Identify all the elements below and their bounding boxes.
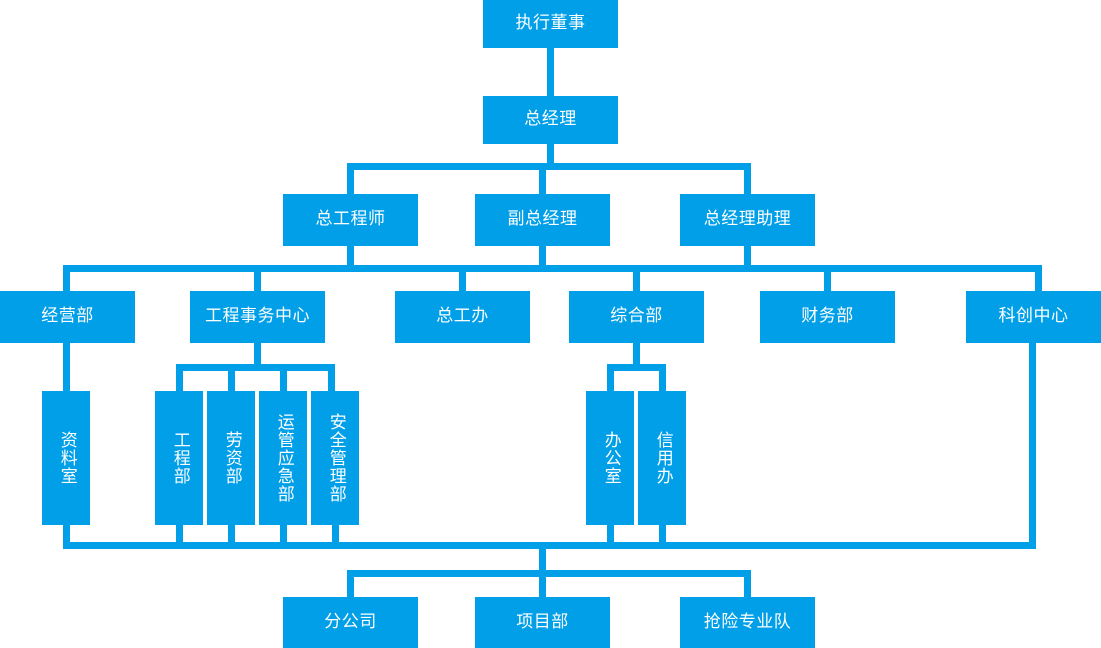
- node-safety-management-dept[interactable]: 安全管理部: [311, 391, 359, 525]
- node-emergency-rescue-team[interactable]: 抢险专业队: [680, 597, 815, 648]
- node-chief-engineer[interactable]: 总工程师: [283, 194, 418, 246]
- connector-deputy-gm-drop: [539, 246, 546, 270]
- connector-engineering-to-bottom-bus: [176, 525, 183, 549]
- connector-l4-drop-chief-eng-office: [459, 265, 466, 291]
- node-general-affairs-dept[interactable]: 综合部: [569, 291, 704, 343]
- connector-eng-affairs-bus: [176, 364, 335, 371]
- node-chief-engineer-office[interactable]: 总工办: [395, 291, 530, 343]
- connector-l2-drop: [547, 144, 554, 170]
- node-archives-room[interactable]: 资料室: [42, 391, 90, 525]
- connector-bottom-bus: [63, 542, 1036, 549]
- connector-credit-to-bottom-bus: [659, 525, 666, 549]
- connector-l6-bus: [347, 570, 751, 577]
- connector-l3-drop-gm-assistant: [744, 163, 751, 194]
- node-labor-wage-dept[interactable]: 劳资部: [207, 391, 255, 525]
- node-branch-company[interactable]: 分公司: [283, 597, 418, 648]
- connector-eng-affairs-drop-operations: [280, 364, 287, 391]
- node-deputy-general-manager[interactable]: 副总经理: [475, 194, 610, 246]
- node-engineering-affairs-center[interactable]: 工程事务中心: [190, 291, 325, 343]
- connector-l3-drop-chief-engineer: [347, 163, 354, 194]
- connector-l1-to-l2: [547, 48, 554, 96]
- connector-gm-assistant-drop: [744, 246, 751, 270]
- connector-operations-to-bottom-bus: [280, 525, 287, 549]
- connector-l4-drop-business: [63, 265, 70, 291]
- connector-eng-affairs-drop: [254, 343, 261, 367]
- connector-l6-drop-rescue: [744, 570, 751, 600]
- connector-l3-bus: [347, 163, 751, 170]
- node-engineering-dept[interactable]: 工程部: [155, 391, 203, 525]
- connector-l6-drop-project: [539, 570, 546, 600]
- node-project-dept[interactable]: 项目部: [475, 597, 610, 648]
- node-gm-assistant[interactable]: 总经理助理: [680, 194, 815, 246]
- connector-chief-engineer-drop: [347, 246, 354, 270]
- node-business-dept[interactable]: 经营部: [0, 291, 135, 343]
- connector-office-to-bottom-bus: [607, 525, 614, 549]
- node-general-manager[interactable]: 总经理: [483, 96, 618, 144]
- node-office[interactable]: 办公室: [586, 391, 634, 525]
- connector-eng-affairs-drop-labor: [228, 364, 235, 391]
- connector-l6-drop-branch: [347, 570, 354, 600]
- node-operations-emergency-dept[interactable]: 运管应急部: [259, 391, 307, 525]
- node-credit-office[interactable]: 信用办: [638, 391, 686, 525]
- connector-business-to-archives: [63, 343, 70, 391]
- connector-general-affairs-drop-credit: [659, 364, 666, 391]
- connector-innovation-to-bottom-bus: [1029, 343, 1036, 549]
- connector-safety-to-bottom-bus: [332, 525, 339, 549]
- connector-eng-affairs-drop-engineering: [176, 364, 183, 391]
- connector-labor-to-bottom-bus: [228, 525, 235, 549]
- connector-bottom-bus-drop: [539, 542, 546, 574]
- connector-archives-to-bottom-bus: [63, 525, 70, 549]
- node-innovation-center[interactable]: 科创中心: [966, 291, 1101, 343]
- connector-l4-drop-general-affairs: [633, 265, 640, 291]
- connector-l4-drop-eng-affairs: [254, 265, 261, 291]
- connector-l4-drop-finance: [824, 265, 831, 291]
- connector-general-affairs-drop-office: [607, 364, 614, 391]
- connector-l4-bus: [63, 265, 1042, 272]
- connector-general-affairs-bus: [607, 364, 666, 371]
- connector-l3-drop-deputy-gm: [539, 163, 546, 194]
- connector-l4-drop-innovation: [1035, 265, 1042, 291]
- connector-eng-affairs-drop-safety: [328, 364, 335, 391]
- node-exec-director[interactable]: 执行董事: [483, 0, 618, 48]
- connector-general-affairs-drop: [633, 343, 640, 367]
- node-finance-dept[interactable]: 财务部: [760, 291, 895, 343]
